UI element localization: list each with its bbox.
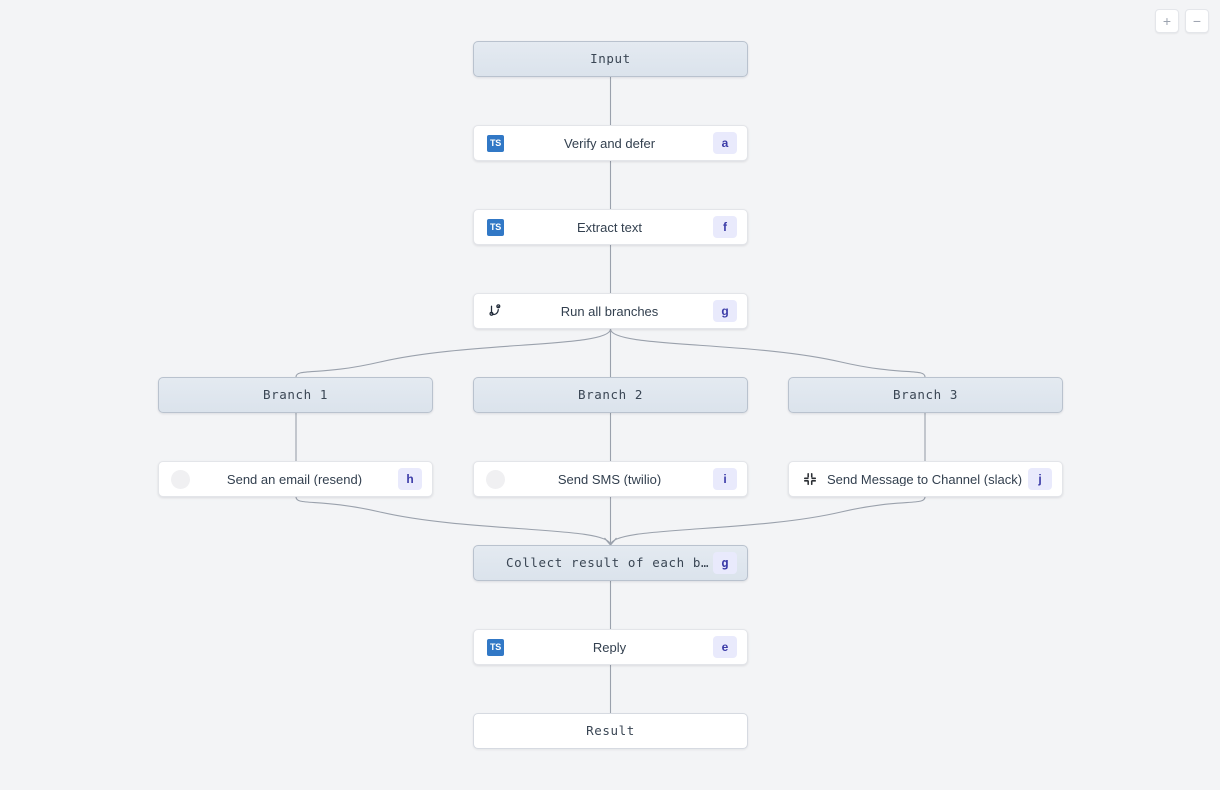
node-result[interactable]: Result — [473, 713, 748, 749]
node-input[interactable]: Input — [473, 41, 748, 77]
node-extract-text-label: Extract text — [576, 220, 643, 234]
node-run-all-branches[interactable]: Run all branches g — [473, 293, 748, 329]
node-verify-and-defer-label: Verify and defer — [563, 136, 656, 150]
node-run-all-branches-label: Run all branches — [560, 304, 659, 318]
node-extract-text[interactable]: TS Extract text f — [473, 209, 748, 245]
node-send-sms-badge[interactable]: i — [713, 468, 737, 490]
edge-arrowhead-collect — [604, 537, 617, 546]
node-branch-2-label: Branch 2 — [577, 388, 643, 402]
blank-circle-icon — [169, 468, 191, 490]
zoom-out-button[interactable]: − — [1185, 9, 1209, 33]
node-branch-3-label: Branch 3 — [892, 388, 958, 402]
branch-icon — [484, 300, 506, 322]
zoom-in-button[interactable]: + — [1155, 9, 1179, 33]
node-collect-result[interactable]: Collect result of each branch g — [473, 545, 748, 581]
typescript-icon: TS — [484, 132, 506, 154]
blank-circle-icon — [484, 468, 506, 490]
node-reply-label: Reply — [592, 640, 627, 654]
node-run-all-branches-badge[interactable]: g — [713, 300, 737, 322]
edge-runall-branch3 — [609, 328, 926, 378]
node-branch-2[interactable]: Branch 2 — [473, 377, 748, 413]
node-send-an-email[interactable]: Send an email (resend) h — [158, 461, 433, 497]
node-verify-and-defer[interactable]: TS Verify and defer a — [473, 125, 748, 161]
node-extract-text-badge[interactable]: f — [713, 216, 737, 238]
typescript-icon: TS — [484, 216, 506, 238]
node-collect-result-badge[interactable]: g — [713, 552, 737, 574]
node-reply-badge[interactable]: e — [713, 636, 737, 658]
edge-email-collect — [295, 496, 612, 546]
node-send-message-to-channel-badge[interactable]: j — [1028, 468, 1052, 490]
node-branch-3[interactable]: Branch 3 — [788, 377, 1063, 413]
node-collect-result-label: Collect result of each branch — [506, 556, 713, 570]
typescript-icon: TS — [484, 636, 506, 658]
node-branch-1-label: Branch 1 — [262, 388, 328, 402]
node-send-message-to-channel[interactable]: Send Message to Channel (slack) j — [788, 461, 1063, 497]
edge-slack-collect — [609, 496, 926, 546]
slack-icon — [799, 468, 821, 490]
node-send-an-email-badge[interactable]: h — [398, 468, 422, 490]
node-send-sms[interactable]: Send SMS (twilio) i — [473, 461, 748, 497]
node-branch-1[interactable]: Branch 1 — [158, 377, 433, 413]
node-verify-and-defer-badge[interactable]: a — [713, 132, 737, 154]
edge-runall-branch1 — [295, 328, 612, 378]
node-send-message-to-channel-label: Send Message to Channel (slack) — [826, 472, 1023, 486]
node-send-sms-label: Send SMS (twilio) — [557, 472, 662, 486]
node-result-label: Result — [586, 724, 635, 738]
node-send-an-email-label: Send an email (resend) — [226, 472, 363, 486]
node-input-label: Input — [590, 52, 631, 66]
zoom-controls: + − — [1155, 9, 1209, 33]
node-reply[interactable]: TS Reply e — [473, 629, 748, 665]
